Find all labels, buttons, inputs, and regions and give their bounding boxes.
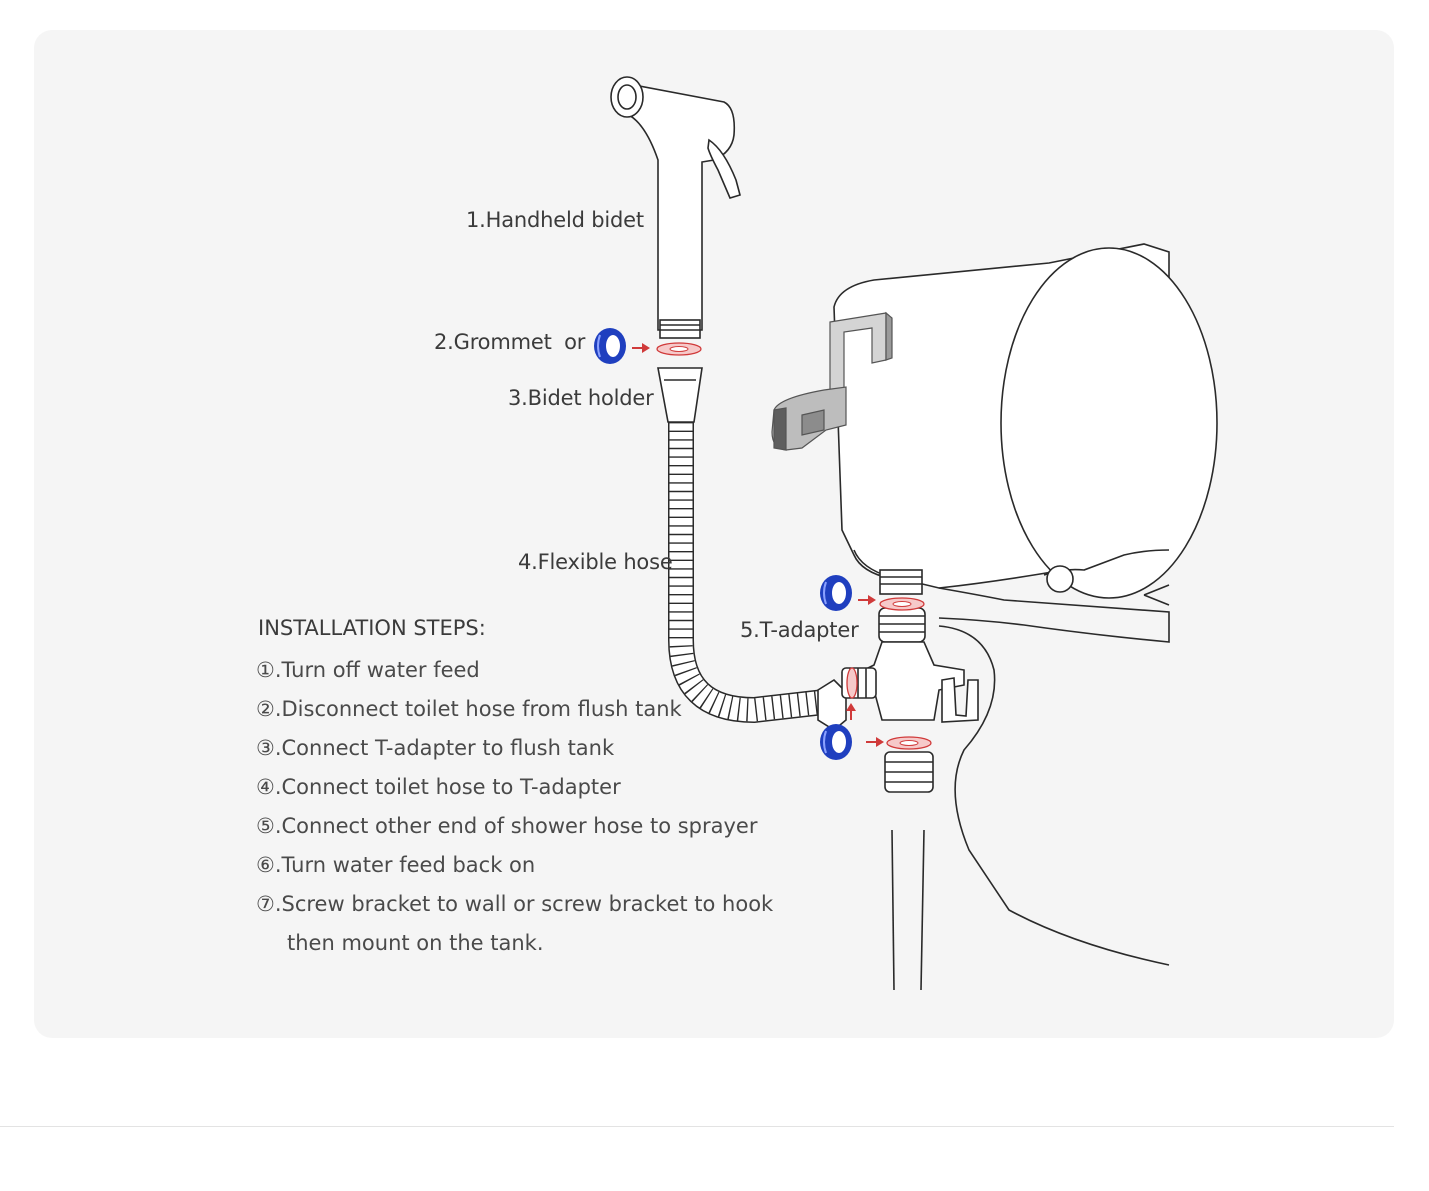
installation-steps-title: INSTALLATION STEPS: (258, 616, 486, 640)
label-t-adapter: 5.T-adapter (740, 618, 859, 642)
arrow-right-icon (858, 595, 876, 605)
blue-washer-icon (594, 328, 626, 364)
arrow-up-icon (846, 703, 856, 720)
label-handheld-bidet: 1.Handheld bidet (466, 208, 644, 232)
handheld-sprayer (610, 76, 741, 339)
installation-steps-list: ①.Turn off water feed ②.Disconnect toile… (256, 655, 773, 967)
arrow-right-icon (866, 737, 884, 747)
step-item: ⑤.Connect other end of shower hose to sp… (256, 814, 758, 838)
grommet-text: 2.Grommet (434, 330, 552, 354)
diagram-card: 1.Handheld bidet 2.Grommet or 3.Bidet ho… (34, 30, 1394, 1038)
or-text: or (564, 330, 586, 354)
toilet-tank (833, 243, 1218, 991)
arrow-right-icon (632, 343, 650, 353)
step-item: ⑦.Screw bracket to wall or screw bracket… (256, 892, 774, 916)
installation-illustration (594, 76, 1218, 991)
step-item: ②.Disconnect toilet hose from flush tank (256, 697, 682, 721)
bidet-holder-cone (657, 367, 703, 423)
flexible-hose (668, 422, 847, 731)
step-item: ⑥.Turn water feed back on (256, 853, 536, 877)
step-item-continuation: then mount on the tank. (287, 931, 544, 955)
t-adapter (841, 569, 979, 793)
step-item: ①.Turn off water feed (256, 658, 480, 682)
label-grommet: 2.Grommet or (434, 330, 585, 354)
step-item: ③.Connect T-adapter to flush tank (256, 736, 615, 760)
t-adapter-washers (846, 597, 932, 750)
label-bidet-holder: 3.Bidet holder (508, 386, 654, 410)
blue-washer-icon (820, 575, 852, 611)
step-item: ④.Connect toilet hose to T-adapter (256, 775, 621, 799)
grommet-washer (656, 342, 702, 356)
section-divider (0, 1126, 1394, 1127)
blue-washer-icon (820, 724, 852, 760)
bidet-bracket (771, 311, 893, 451)
label-flexible-hose: 4.Flexible hose (518, 550, 673, 574)
